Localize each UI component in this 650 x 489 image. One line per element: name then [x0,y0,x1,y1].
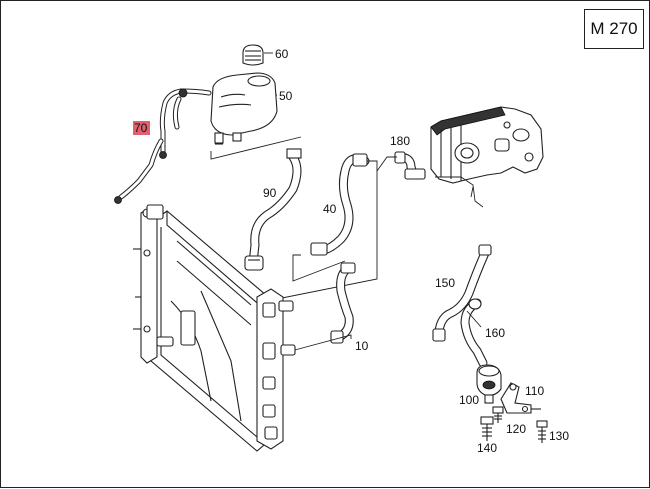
leader-90-bracket [292,254,346,282]
leader-housing-b [470,186,474,198]
engine-code: M 270 [590,19,638,38]
part-50-expansion-tank[interactable] [210,72,278,145]
label-180: 180 [390,134,410,148]
part-90-hose[interactable] [244,148,302,271]
leader-housing [435,176,484,208]
leader-10 [290,334,352,352]
leader-180 [376,156,397,172]
label-100: 100 [459,393,479,407]
highlight-70 [133,121,150,135]
leader-tank-bracket [210,136,302,160]
label-90: 90 [263,186,277,200]
radiator[interactable] [133,204,296,452]
part-10-hose[interactable] [330,262,356,344]
part-130-bolt[interactable] [536,420,548,443]
label-50: 50 [279,89,293,103]
label-140: 140 [477,441,497,455]
part-160-pipe[interactable] [460,298,488,368]
leader-160 [466,310,482,328]
part-110-bracket[interactable] [500,382,541,414]
part-40-hose[interactable] [310,153,370,256]
thermostat-housing[interactable] [430,106,544,184]
part-60-tank-cap[interactable] [242,44,264,66]
label-130: 130 [549,429,569,443]
label-160: 160 [485,326,505,340]
label-70: 70 [134,121,148,135]
label-150: 150 [435,276,455,290]
part-100-pump[interactable] [476,364,502,404]
label-120: 120 [506,422,526,436]
engine-code-box: M 270 [584,9,644,49]
label-40: 40 [323,202,337,216]
part-70-vent-line[interactable] [114,88,212,204]
label-60: 60 [275,47,289,61]
label-10: 10 [355,339,369,353]
part-140-bolt[interactable] [480,416,494,441]
label-110: 110 [525,384,544,398]
part-150-pipe[interactable] [432,244,492,342]
leader-bracket-40 [266,160,378,302]
part-120-bolt[interactable] [492,406,504,423]
part-180-connector[interactable] [394,151,426,180]
